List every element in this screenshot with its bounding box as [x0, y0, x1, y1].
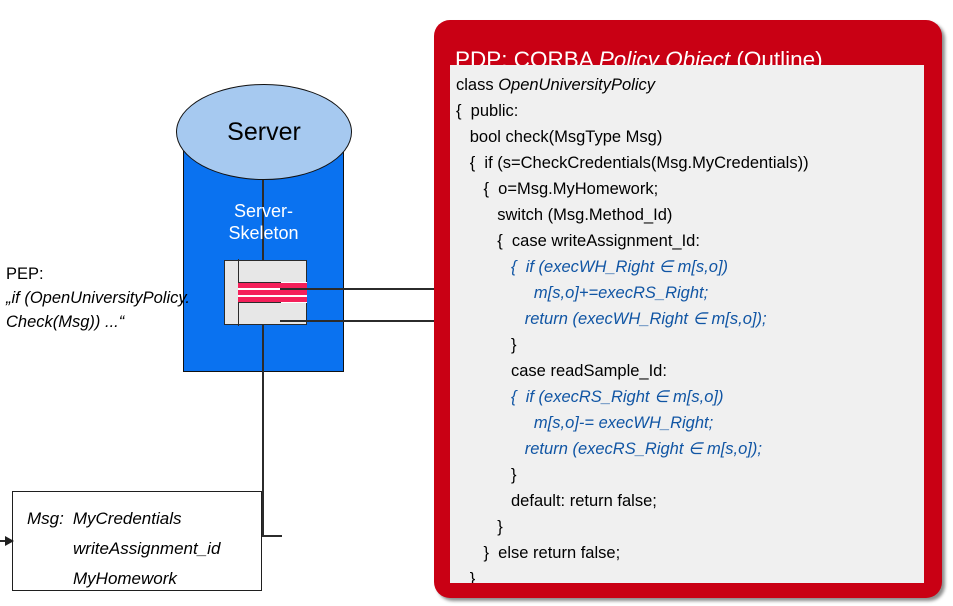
- message-box: Msg: MyCredentials writeAssignment_id MyH…: [12, 491, 262, 591]
- code-line-16: default: return false;: [456, 492, 657, 510]
- code-line-7: { if (execWH_Right ∈ m[s,o]): [456, 258, 729, 276]
- code-line-2: bool check(MsgType Msg): [456, 128, 663, 146]
- firewall-upper-plate: [224, 260, 307, 282]
- code-line-10: }: [456, 336, 517, 354]
- code-line-11: case readSample_Id:: [456, 362, 667, 380]
- code-line-14: return (execRS_Right ∈ m[s,o]);: [456, 440, 762, 458]
- message-row-2: MyHomework: [27, 564, 220, 594]
- message-box-content: Msg: MyCredentials writeAssignment_id MyH…: [27, 504, 220, 594]
- firewall-block: [224, 260, 307, 325]
- code-line-1: { public:: [456, 102, 519, 120]
- message-flow-line-vertical: [262, 172, 264, 535]
- code-line-9: return (execWH_Right ∈ m[s,o]);: [456, 310, 767, 328]
- message-field-0: MyCredentials: [72, 509, 182, 528]
- message-row-0: Msg: MyCredentials: [27, 504, 220, 534]
- pep-quote-line2: Check(Msg)) ...“: [6, 313, 125, 331]
- code-line-15: }: [456, 466, 517, 484]
- code-line-3: { if (s=CheckCredentials(Msg.MyCredentia…: [456, 154, 809, 172]
- code-line-13: m[s,o]-= execWH_Right;: [456, 414, 714, 432]
- pep-quote-line1: „if (OpenUniversityPolicy.: [6, 289, 190, 307]
- server-skeleton-label-line2: Skeleton: [228, 223, 299, 243]
- code-line-6: { case writeAssignment_Id:: [456, 232, 700, 250]
- code-line-12: { if (execRS_Right ∈ m[s,o]): [456, 388, 724, 406]
- message-row-1: writeAssignment_id: [27, 534, 220, 564]
- server-top-ellipse: Server: [176, 84, 352, 180]
- brick-wall-pattern: [238, 282, 307, 303]
- server-label: Server: [227, 117, 301, 146]
- code-line-17: }: [456, 518, 503, 536]
- code-line-0-italic: OpenUniversityPolicy: [498, 76, 655, 94]
- pdp-connector-line-top: [280, 288, 476, 290]
- firewall-notch-bottom: [238, 302, 281, 326]
- code-line-4: { o=Msg.MyHomework;: [456, 180, 659, 198]
- code-line-19: }: [456, 570, 476, 583]
- pdp-connector-line-bottom: [280, 320, 476, 322]
- message-field-2: MyHomework: [73, 569, 177, 588]
- pdp-code-block: class OpenUniversityPolicy { public: bool…: [450, 65, 924, 583]
- pep-annotation: PEP: „if (OpenUniversityPolicy. Check(Ms…: [6, 262, 236, 334]
- pep-label: PEP:: [6, 265, 44, 283]
- message-field-1: writeAssignment_id: [73, 539, 221, 558]
- firewall-left-edge: [224, 280, 238, 305]
- code-line-0-text: class: [456, 76, 499, 94]
- message-outbound-line: [262, 535, 282, 537]
- pdp-panel: PDP: CORBA Policy Object (Outline) class…: [434, 20, 942, 598]
- server-skeleton-label: Server- Skeleton: [183, 200, 344, 244]
- message-key: Msg:: [27, 509, 64, 528]
- code-line-0: class OpenUniversityPolicy: [456, 72, 918, 98]
- server-skeleton-label-line1: Server-: [233, 201, 293, 221]
- code-line-18: } else return false;: [456, 544, 621, 562]
- code-line-5: switch (Msg.Method_Id): [456, 206, 673, 224]
- firewall-notch-top: [238, 259, 281, 283]
- firewall-lower-plate: [224, 303, 307, 325]
- code-line-8: m[s,o]+=execRS_Right;: [456, 284, 709, 302]
- message-inbound-arrowhead: [5, 536, 14, 546]
